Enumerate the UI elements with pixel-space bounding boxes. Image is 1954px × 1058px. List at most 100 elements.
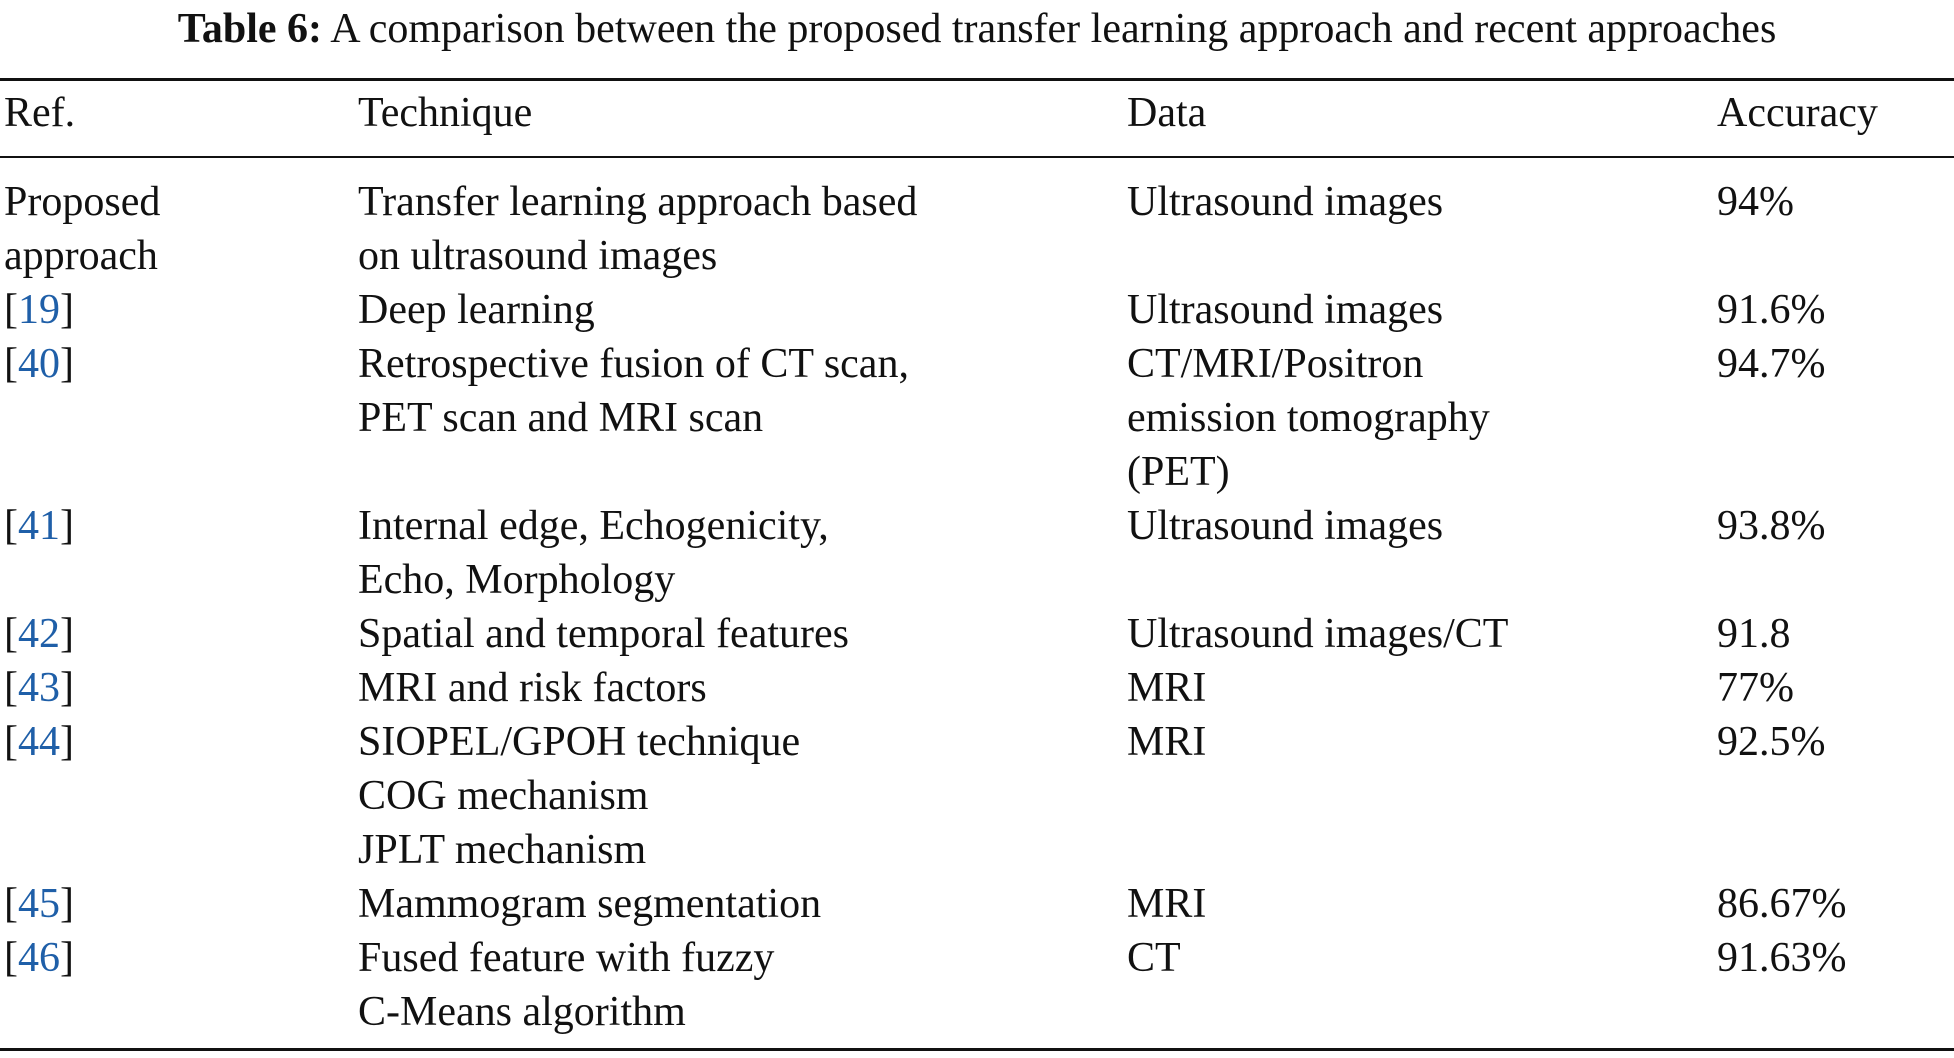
table-header-rule	[0, 156, 1954, 158]
ref-bracket-open: [	[4, 935, 18, 981]
cell-technique: Internal edge, Echogenicity, Echo, Morpho…	[358, 499, 829, 607]
technique-line: SIOPEL/GPOH technique	[358, 719, 801, 765]
cell-technique: Mammogram segmentation	[358, 877, 821, 931]
cell-accuracy: 91.6%	[1717, 287, 1826, 333]
header-ref: Ref.	[4, 90, 76, 136]
cell-data: Ultrasound images	[1127, 175, 1443, 229]
data-line: CT	[1127, 935, 1181, 981]
technique-line: MRI and risk factors	[358, 665, 707, 711]
data-line: emission tomography	[1127, 395, 1490, 441]
cell-ref[interactable]: [42]	[4, 607, 74, 661]
table-row: [42] Spatial and temporal features Ultraso…	[0, 607, 1954, 661]
cell-accuracy: 91.63%	[1717, 935, 1847, 981]
technique-line: Deep learning	[358, 287, 595, 333]
header-technique: Technique	[358, 90, 533, 136]
ref-bracket-open: [	[4, 287, 18, 333]
data-line: Ultrasound images	[1127, 287, 1444, 333]
table-row: [19] Deep learning Ultrasound images 91.6%	[0, 283, 1954, 337]
technique-line: Transfer learning approach based	[358, 179, 918, 225]
table-caption-text: A comparison between the proposed transf…	[330, 6, 1777, 52]
cell-data: MRI	[1127, 661, 1206, 715]
data-line: (PET)	[1127, 449, 1230, 495]
ref-bracket-open: [	[4, 881, 18, 927]
table-caption: Table 6: A comparison between the propos…	[0, 4, 1954, 54]
cell-accuracy: 94%	[1717, 179, 1794, 225]
data-line: MRI	[1127, 665, 1207, 711]
table-caption-label: Table 6:	[177, 6, 323, 52]
cell-accuracy: 94.7%	[1717, 341, 1826, 387]
cell-ref[interactable]: [41]	[4, 499, 74, 553]
technique-line: Echo, Morphology	[358, 557, 676, 603]
data-line: Ultrasound images	[1127, 503, 1444, 549]
cell-technique: Spatial and temporal features	[358, 607, 849, 661]
technique-line: Mammogram segmentation	[358, 881, 822, 927]
cell-technique: MRI and risk factors	[358, 661, 707, 715]
ref-bracket-open: [	[4, 341, 18, 387]
cell-data: Ultrasound images	[1127, 499, 1443, 553]
reference-link[interactable]: 42	[18, 611, 60, 657]
cell-accuracy: 92.5%	[1717, 719, 1826, 765]
technique-line: Retrospective fusion of CT scan,	[358, 341, 909, 387]
data-line: MRI	[1127, 719, 1207, 765]
reference-link[interactable]: 45	[18, 881, 60, 927]
table-header-row: Ref. Technique Data Accuracy	[0, 86, 1954, 150]
reference-link[interactable]: 40	[18, 341, 60, 387]
technique-line: Internal edge, Echogenicity,	[358, 503, 829, 549]
data-line: Ultrasound images/CT	[1127, 611, 1509, 657]
reference-link[interactable]: 43	[18, 665, 60, 711]
ref-bracket-close: ]	[60, 935, 74, 981]
table-bottom-rule	[0, 1048, 1954, 1051]
table-row: [41] Internal edge, Echogenicity, Echo, Mo…	[0, 499, 1954, 607]
cell-ref[interactable]: [46]	[4, 931, 74, 985]
ref-bracket-close: ]	[60, 881, 74, 927]
cell-data: Ultrasound images/CT	[1127, 607, 1508, 661]
ref-bracket-close: ]	[60, 611, 74, 657]
reference-link[interactable]: 44	[18, 719, 60, 765]
data-line: CT/MRI/Positron	[1127, 341, 1424, 387]
reference-link[interactable]: 46	[18, 935, 60, 981]
cell-technique: Deep learning	[358, 283, 595, 337]
ref-bracket-open: [	[4, 665, 18, 711]
technique-line: C-Means algorithm	[358, 989, 686, 1035]
ref-bracket-close: ]	[60, 719, 74, 765]
cell-data: Ultrasound images	[1127, 283, 1443, 337]
cell-ref[interactable]: [19]	[4, 283, 74, 337]
ref-bracket-close: ]	[60, 287, 74, 333]
technique-line: JPLT mechanism	[358, 827, 647, 873]
cell-data: CT/MRI/Positron emission tomography (PET)	[1127, 337, 1490, 499]
ref-bracket-open: [	[4, 719, 18, 765]
technique-line: PET scan and MRI scan	[358, 395, 764, 441]
cell-ref[interactable]: [40]	[4, 337, 74, 391]
ref-bracket-open: [	[4, 503, 18, 549]
cell-accuracy: 86.67%	[1717, 881, 1847, 927]
ref-bracket-open: [	[4, 611, 18, 657]
cell-accuracy: 93.8%	[1717, 503, 1826, 549]
cell-ref[interactable]: [45]	[4, 877, 74, 931]
cell-data: CT	[1127, 931, 1181, 985]
ref-text-line: Proposed	[4, 179, 161, 225]
cell-ref[interactable]: [43]	[4, 661, 74, 715]
cell-data: MRI	[1127, 877, 1206, 931]
ref-bracket-close: ]	[60, 665, 74, 711]
cell-technique: Retrospective fusion of CT scan, PET scan…	[358, 337, 909, 445]
table-top-rule	[0, 78, 1954, 81]
table-row: [45] Mammogram segmentation MRI 86.67%	[0, 877, 1954, 931]
header-accuracy: Accuracy	[1717, 90, 1878, 136]
header-data: Data	[1127, 90, 1207, 136]
reference-link[interactable]: 41	[18, 503, 60, 549]
cell-data: MRI	[1127, 715, 1206, 769]
data-line: Ultrasound images	[1127, 179, 1444, 225]
cell-accuracy: 91.8	[1717, 611, 1791, 657]
reference-link[interactable]: 19	[18, 287, 60, 333]
technique-line: COG mechanism	[358, 773, 649, 819]
technique-line: Fused feature with fuzzy	[358, 935, 775, 981]
cell-ref[interactable]: [44]	[4, 715, 74, 769]
cell-accuracy: 77%	[1717, 665, 1794, 711]
